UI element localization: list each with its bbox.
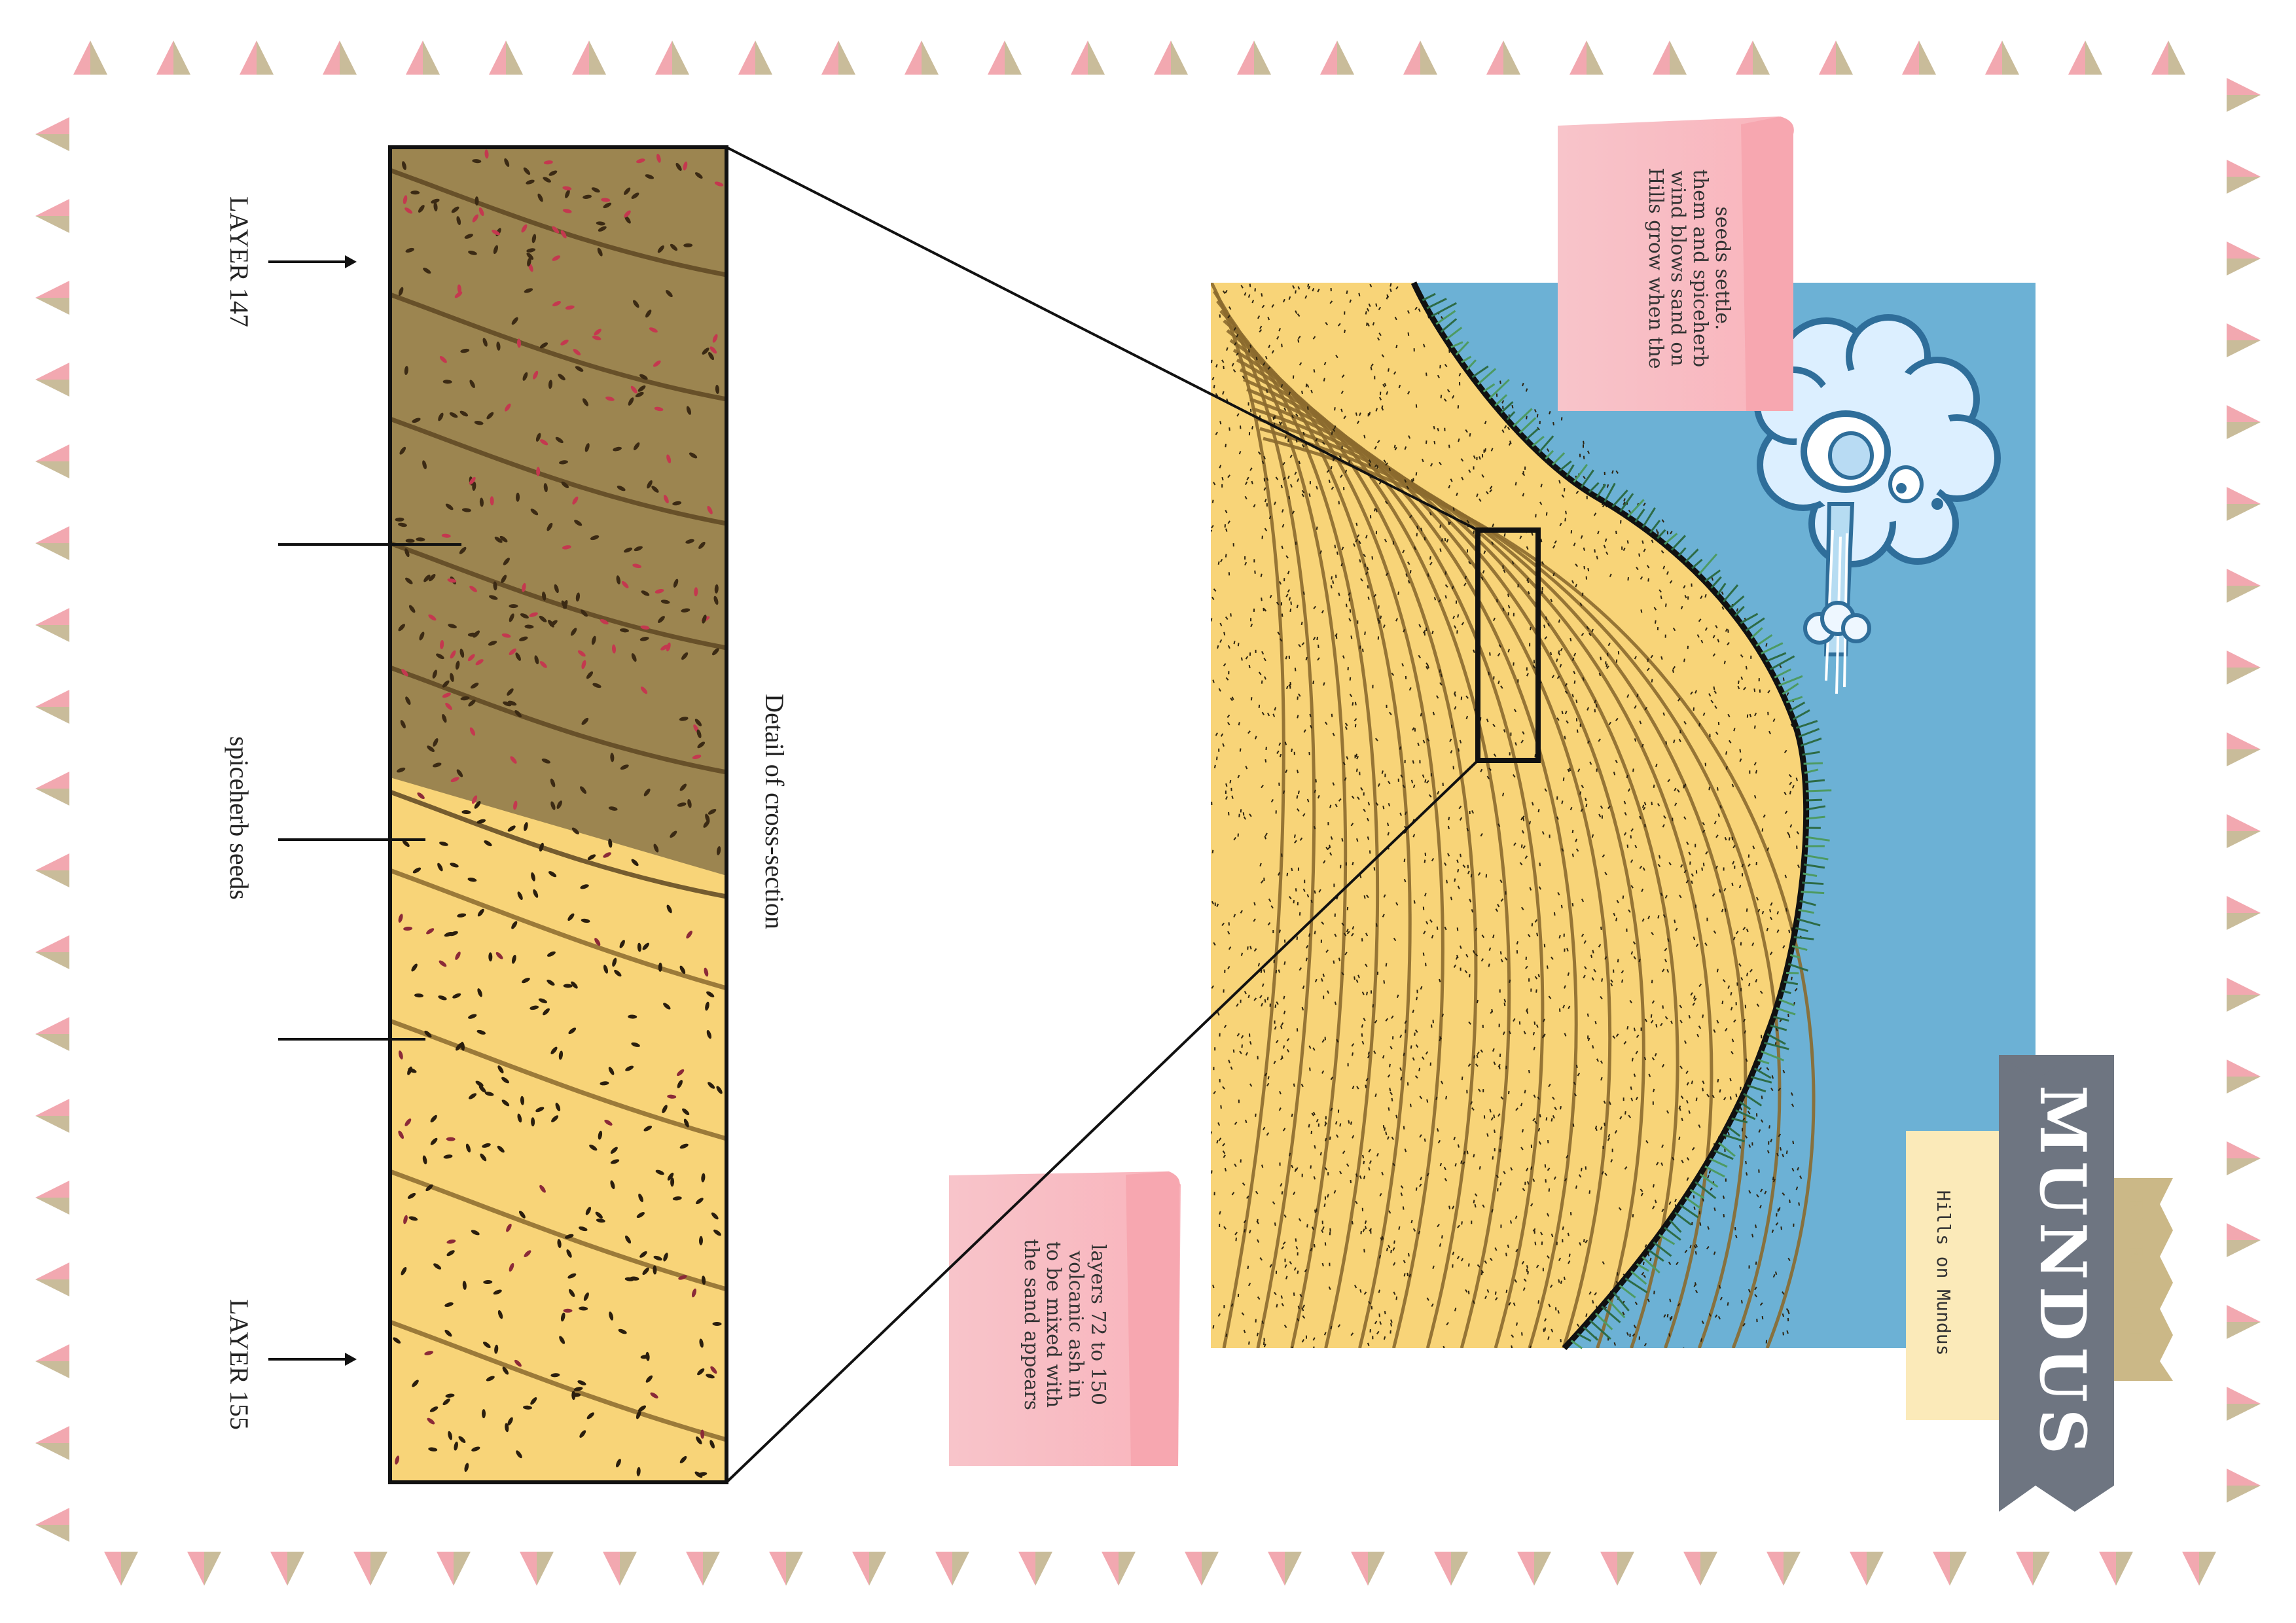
note-sand-line: the sand appears	[1020, 1239, 1043, 1410]
detail-selection-box	[1475, 527, 1541, 763]
note-hills-line: wind blows sand on	[1666, 170, 1689, 366]
label-spiceherb-seeds: spiceherb seeds	[224, 736, 254, 900]
badge-expedition: EXPEDITION	[2123, 1196, 2146, 1349]
badge-subtitle: Hills on Mundus	[1933, 1190, 1954, 1356]
zoom-connectors	[725, 146, 1479, 1484]
note-sand-line: volcanic ash in	[1064, 1250, 1087, 1399]
detail-title: Detail of cross-section	[760, 694, 789, 929]
hill-illustration	[1211, 281, 2036, 1351]
note-hills-line: Hills grow when the	[1644, 168, 1667, 368]
note-sand-line: layers 72 to 150	[1086, 1244, 1109, 1405]
note-hills-line: seeds settle.	[1711, 206, 1734, 330]
hill-outline	[1410, 281, 1810, 1351]
cross-section-detail	[388, 145, 728, 1484]
note-sand-line: to be mixed with	[1042, 1241, 1065, 1408]
label-layer-147: LAYER 147	[224, 196, 254, 327]
triangle-frame-border	[35, 41, 2261, 1586]
grass-tufts	[1422, 293, 1832, 1349]
badge-brand: MUNDUS	[2026, 1085, 2100, 1461]
expedition-mundus-badge: Hills on Mundus MUNDUS EXPEDITION	[1906, 1055, 2173, 1512]
wind-cloud-icon	[1754, 314, 2001, 694]
label-layer-155: LAYER 155	[224, 1299, 254, 1430]
layer-texture	[390, 149, 726, 1478]
sand-grain-texture	[1211, 283, 1803, 1348]
note-hills-line: them and spiceherb	[1689, 169, 1712, 367]
ash-layer-block	[390, 147, 726, 876]
sand-layer-lines	[1211, 283, 1816, 1348]
